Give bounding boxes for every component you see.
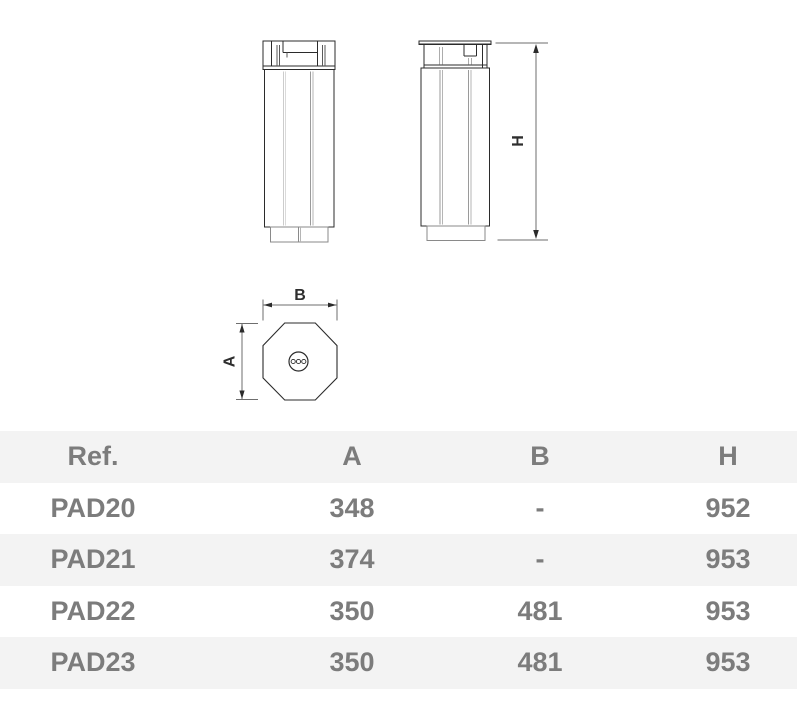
cell-b: - xyxy=(535,492,545,523)
arrow-down-icon xyxy=(533,230,539,239)
top-view xyxy=(262,322,338,401)
front-cap-outline xyxy=(262,40,336,71)
width-dimension-b: B xyxy=(262,287,338,321)
cell-a: 350 xyxy=(329,647,375,678)
cell-ref: PAD23 xyxy=(50,647,136,678)
fixing-hole-icon xyxy=(301,358,307,365)
cell-ref: PAD21 xyxy=(50,544,136,575)
center-hole xyxy=(288,351,309,372)
front-base-outline xyxy=(269,226,329,243)
dim-label-a: A xyxy=(222,355,239,367)
fixing-hole-icon xyxy=(295,358,302,365)
table-header-row: Ref. A B H xyxy=(0,431,797,483)
header-h: H xyxy=(718,441,738,472)
header-a: A xyxy=(342,441,362,472)
side-base-outline xyxy=(426,225,486,242)
height-dimension: H xyxy=(495,42,548,241)
fixing-hole-icon xyxy=(290,358,296,365)
cell-a: 374 xyxy=(329,544,375,575)
side-view xyxy=(418,40,492,242)
front-body-outline xyxy=(263,68,335,228)
arrow-left-icon xyxy=(263,302,272,308)
dimensions-table: Ref. A B H PAD20 348 - 952 PAD21 374 - 9… xyxy=(0,431,797,689)
table-row: PAD21 374 - 953 xyxy=(0,534,797,586)
table-row: PAD20 348 - 952 xyxy=(0,483,797,535)
header-b: B xyxy=(530,441,550,472)
arrow-up-icon xyxy=(239,324,245,333)
cell-a: 348 xyxy=(329,492,375,523)
cell-h: 953 xyxy=(705,544,751,575)
octagon-outline xyxy=(262,322,338,401)
table-row: PAD23 350 481 953 xyxy=(0,637,797,689)
side-body-outline xyxy=(420,67,491,227)
cell-b: 481 xyxy=(517,647,563,678)
cell-ref: PAD22 xyxy=(50,595,136,626)
header-ref: Ref. xyxy=(67,441,119,472)
cell-ref: PAD20 xyxy=(50,492,136,523)
cell-a: 350 xyxy=(329,595,375,626)
cell-b: 481 xyxy=(517,595,563,626)
technical-drawing: H B xyxy=(222,40,548,401)
dim-label-h: H xyxy=(510,135,527,147)
cell-h: 952 xyxy=(705,492,751,523)
arrow-down-icon xyxy=(239,390,245,399)
cell-b: - xyxy=(535,544,545,575)
cell-h: 953 xyxy=(705,647,751,678)
arrow-right-icon xyxy=(328,302,337,308)
table-row: PAD22 350 481 953 xyxy=(0,586,797,638)
front-view xyxy=(262,40,336,243)
arrow-up-icon xyxy=(533,44,539,53)
cell-h: 953 xyxy=(705,595,751,626)
depth-dimension-a: A xyxy=(222,323,258,400)
dim-label-b: B xyxy=(294,287,306,304)
